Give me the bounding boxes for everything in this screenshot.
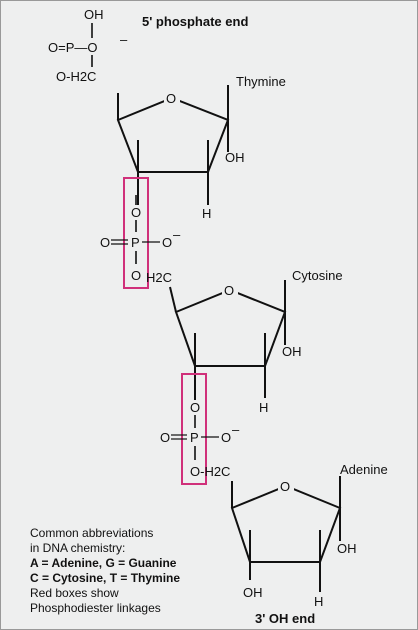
three-prime-end-label: 3' OH end <box>255 611 315 626</box>
phosphodiester-box-1 <box>123 177 149 289</box>
top-phosphate-row: O=P—O <box>48 40 98 55</box>
base-label-cytosine: Cytosine <box>292 268 343 283</box>
ring-o-bg-3 <box>278 478 294 494</box>
ch2-label-2: H2C <box>146 270 172 285</box>
oh-label-1: OH <box>225 150 245 165</box>
h-label-1: H <box>202 206 211 221</box>
oh-label-3: OH <box>337 541 357 556</box>
link2-o1: O <box>190 400 200 415</box>
legend-line-2: in DNA chemistry: <box>30 541 125 555</box>
legend-line-4: C = Cytosine, T = Thymine <box>30 571 180 585</box>
base-label-thymine: Thymine <box>236 74 286 89</box>
base-label-adenine: Adenine <box>340 462 388 477</box>
ring-oxygen-1: O <box>166 91 176 106</box>
link2-charge: – <box>232 422 240 437</box>
link1-o-right: O <box>162 235 172 250</box>
link1-charge: – <box>173 227 181 242</box>
sugar-ring-2 <box>169 280 287 400</box>
link1-p: P <box>131 235 140 250</box>
legend-line-6: Phosphodiester linkages <box>30 601 161 615</box>
three-prime-oh-label: OH <box>243 585 263 600</box>
sugar-ring-3 <box>230 476 342 592</box>
ring-oxygen-3: O <box>280 479 290 494</box>
ring-o-bg-1 <box>164 90 180 106</box>
link1-o2: O <box>131 268 141 283</box>
h-label-2: H <box>259 400 268 415</box>
top-phosphate-charge: – <box>120 32 128 47</box>
legend-line-5: Red boxes show <box>30 586 119 600</box>
link1-o1: O <box>131 205 141 220</box>
link1-o-left: O <box>100 235 110 250</box>
o-h2c-label-3: O-H2C <box>190 464 230 479</box>
ring-o-bg-2 <box>222 282 238 298</box>
legend-line-3: A = Adenine, G = Guanine <box>30 556 177 570</box>
top-phosphate-oh: OH <box>84 7 104 22</box>
top-o-h2c-label: O-H2C <box>56 69 96 84</box>
link2-o-right: O <box>221 430 231 445</box>
five-prime-end-label: 5' phosphate end <box>142 14 248 29</box>
h-label-3: H <box>314 594 323 609</box>
link2-o-left: O <box>160 430 170 445</box>
ring-oxygen-2: O <box>224 283 234 298</box>
oh-label-2: OH <box>282 344 302 359</box>
legend-line-1: Common abbreviations <box>30 526 153 540</box>
link2-p: P <box>190 430 199 445</box>
phosphodiester-box-2 <box>181 373 207 485</box>
